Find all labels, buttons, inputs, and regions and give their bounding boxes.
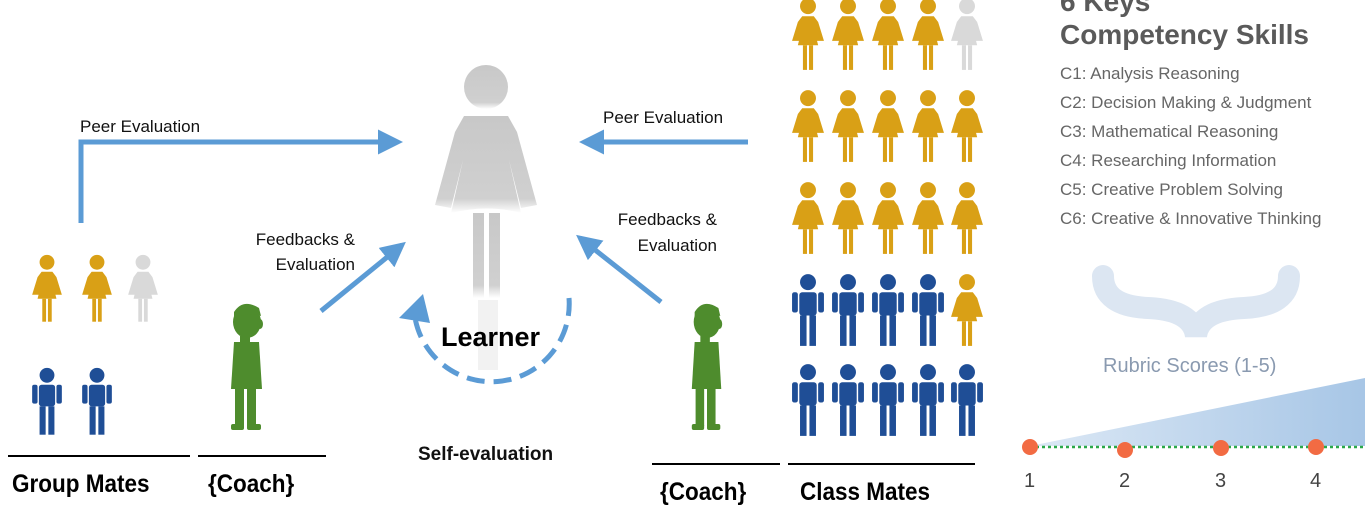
male-student-icon (832, 274, 864, 346)
male-student-icon (872, 364, 904, 436)
learner-label: Learner (441, 322, 541, 352)
skills-heading: Competency Skills (1060, 19, 1309, 50)
female-student-icon (912, 90, 944, 162)
female-student-icon (951, 0, 983, 70)
feedback-arrow-right (576, 234, 663, 304)
skills-heading-top: 6 Keys (1060, 0, 1151, 17)
rubric-point-3 (1213, 440, 1229, 456)
skill-item: C6: Creative & Innovative Thinking (1060, 209, 1322, 228)
female-student-icon (872, 90, 904, 162)
group-mates-icons (32, 254, 158, 435)
class-mates-label: Class Mates (800, 478, 931, 506)
female-student-icon (912, 0, 944, 70)
feedback-label-right-line2: Evaluation (637, 236, 717, 255)
rubric-scale-1: 1 (1024, 470, 1036, 492)
learner-figure (435, 65, 537, 370)
rubric-ramp (1022, 378, 1365, 458)
peer-evaluation-label-left: Peer Evaluation (80, 117, 201, 136)
male-student-icon (912, 364, 944, 436)
male-student-icon (912, 274, 944, 346)
male-student-icon (792, 364, 824, 436)
female-student-icon (872, 0, 904, 70)
feedback-label-left-line2: Evaluation (275, 255, 355, 274)
female-student-icon (832, 182, 864, 254)
label-underlines (8, 455, 975, 465)
coach-figure-right (691, 303, 723, 430)
female-student-icon (792, 90, 824, 162)
female-student-icon (951, 90, 983, 162)
feedback-label-left-line1: Feedbacks & (255, 230, 355, 249)
skill-item: C3: Mathematical Reasoning (1060, 122, 1279, 141)
rubric-scores-label: Rubric Scores (1-5) (1103, 355, 1277, 377)
female-student-icon (951, 274, 983, 346)
female-student-icon (912, 182, 944, 254)
rubric-point-4 (1308, 439, 1324, 455)
skill-item: C1: Analysis Reasoning (1060, 64, 1240, 83)
coach-label-left: {Coach} (208, 470, 295, 498)
rubric-scale-2: 2 (1119, 470, 1131, 492)
male-student-icon (792, 274, 824, 346)
skill-item: C5: Creative Problem Solving (1060, 180, 1283, 199)
feedback-arrow-left (319, 241, 406, 313)
feedback-label-right-line1: Feedbacks & (617, 210, 717, 229)
male-student-icon (872, 274, 904, 346)
rubric-brace (1092, 265, 1300, 339)
rubric-scale-4: 4 (1310, 470, 1322, 492)
self-evaluation-label: Self-evaluation (418, 444, 554, 465)
female-student-icon (832, 0, 864, 70)
female-student-icon (832, 90, 864, 162)
coach-label-right: {Coach} (660, 478, 747, 506)
male-student-icon (832, 364, 864, 436)
male-student-icon (951, 364, 983, 436)
skill-item: C2: Decision Making & Judgment (1060, 93, 1312, 112)
rubric-scale-3: 3 (1215, 470, 1227, 492)
female-student-icon (792, 182, 824, 254)
female-student-icon (792, 0, 824, 70)
peer-evaluation-label-right: Peer Evaluation (603, 108, 724, 127)
rubric-point-2 (1117, 442, 1133, 458)
skill-item: C4: Researching Information (1060, 151, 1277, 170)
class-mates-icons (792, 0, 983, 436)
female-student-icon (951, 182, 983, 254)
female-student-icon (872, 182, 904, 254)
coach-figure-left (231, 303, 263, 430)
self-evaluation-cycle-arrow (399, 294, 572, 385)
peer-evaluation-arrow-left (78, 129, 403, 223)
rubric-point-1 (1022, 439, 1038, 455)
group-mates-label: Group Mates (12, 470, 150, 498)
